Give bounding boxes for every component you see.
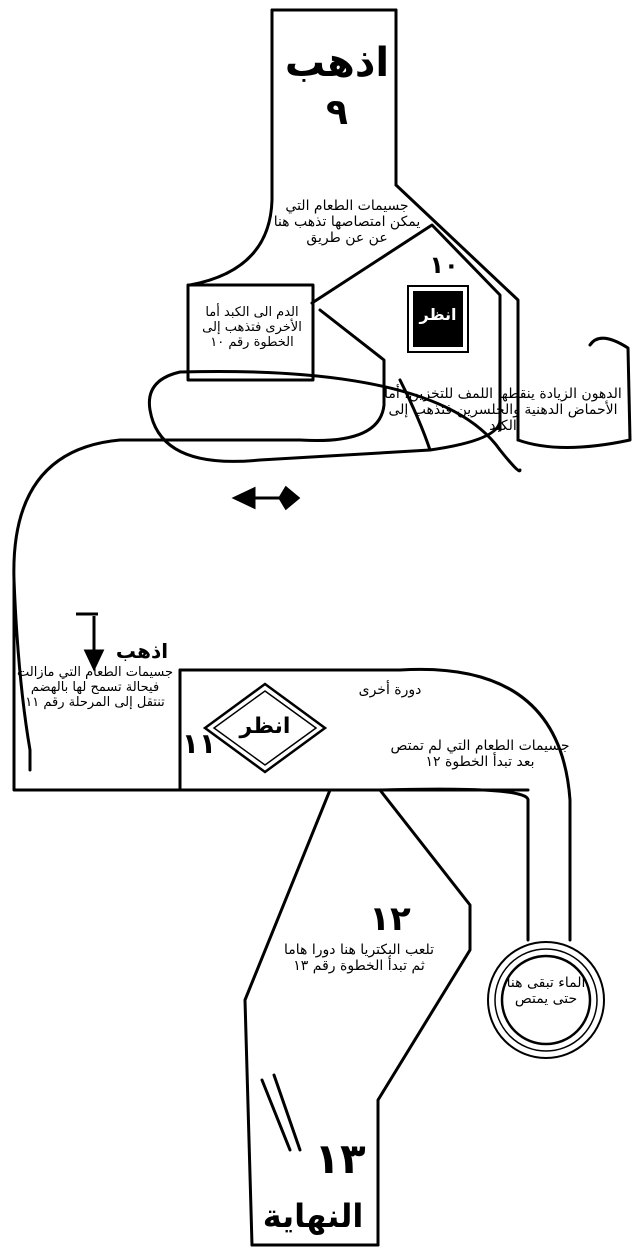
unabsorbed-text: جسيمات الطعام التي لم تمتص بعد تبدأ الخط…: [390, 738, 570, 771]
lower-tube-stroke: [260, 1078, 292, 1152]
step12-number: ١٢: [369, 899, 411, 939]
step13-label: النهاية: [262, 1197, 364, 1235]
inner-loop: [398, 378, 432, 452]
step10-label: انظر: [419, 305, 457, 324]
another-cycle-text: دورة أخرى: [358, 682, 422, 698]
middle-band-top: [178, 667, 572, 942]
left-arrow: [231, 485, 301, 511]
liver-box-frame: [186, 283, 315, 382]
liver-box-text: الدم الى الكبد أما الأخرى فتذهب إلى الخط…: [202, 305, 302, 350]
down-arrow: [76, 612, 105, 672]
step9-number: ٩: [326, 92, 348, 133]
step11-number: ١١: [181, 727, 217, 760]
water-text: الماء تبقى هنا حتى يمتص: [506, 975, 586, 1008]
step9-text: جسيمات الطعام التي يمكن امتصاصها تذهب هن…: [273, 198, 421, 247]
go-left-title: اذهب: [115, 639, 169, 663]
middle-band-inner: [178, 787, 530, 942]
step13-number: ١٣: [314, 1134, 366, 1183]
lower-tube-right: [376, 788, 472, 1247]
lower-tube-left: [243, 788, 332, 1247]
step10-number: ١٠: [429, 251, 459, 279]
tube-diagonal-inner: [310, 223, 502, 432]
tube-diagonal-right: [394, 183, 520, 442]
fats-text: الدهون الزيادة ينقطها اللمف للتخزين، أما…: [384, 386, 622, 435]
tube-right-bump: [516, 336, 632, 449]
tube-top: [270, 8, 398, 202]
left-wall: [12, 578, 182, 792]
step12-text: تلعب البكتريا هنا دورا هاما ثم تبدأ الخط…: [284, 942, 434, 975]
tube-upper-left-bend: [188, 198, 274, 287]
s-curve-outer: [12, 308, 386, 772]
step11-label: انظر: [239, 714, 291, 739]
lower-tube-stroke-2: [272, 1073, 302, 1152]
step9-title: اذهب: [284, 40, 390, 86]
water-circles: [487, 941, 605, 1059]
go-left-text: جسيمات الطعام التي مازالت فيحالة تسمح له…: [16, 665, 174, 710]
